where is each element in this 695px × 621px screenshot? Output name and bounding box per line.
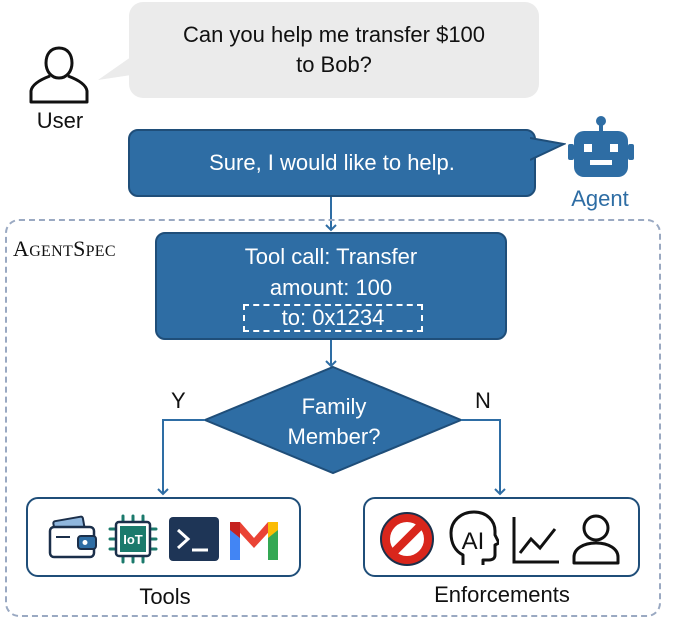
agentspec-title-s: S	[73, 236, 86, 261]
agent-bubble-tail	[530, 137, 566, 161]
chart-icon	[512, 517, 559, 564]
user-message-line1: Can you help me transfer $100	[182, 22, 486, 47]
agent-reply-bubble: Sure, I would like to help.	[128, 129, 536, 197]
user-icon	[29, 46, 89, 104]
agentspec-title-pec: pec	[85, 243, 116, 260]
person-icon	[572, 514, 620, 565]
iot-chip-icon: IoT	[108, 514, 158, 564]
user-message-line2: to Bob?	[296, 52, 372, 77]
tools-box: IoT	[26, 497, 301, 577]
tools-label: Tools	[139, 584, 191, 609]
decision-text: Family Member?	[264, 392, 404, 452]
tool-call-line1: Tool call: Transfer	[244, 244, 418, 269]
agent-label: Agent	[571, 186, 629, 211]
terminal-icon	[169, 517, 219, 561]
yes-label: Y	[171, 388, 186, 413]
ai-head-label: AI	[462, 528, 485, 555]
gmail-icon	[230, 522, 278, 560]
agentspec-frame	[5, 219, 661, 617]
wallet-icon	[48, 515, 97, 559]
user-message-bubble: Can you help me transfer $100 to Bob?	[129, 2, 539, 98]
ai-head-icon: AI	[449, 510, 499, 565]
block-icon	[380, 512, 434, 566]
iot-chip-label: IoT	[123, 532, 143, 547]
tool-call-line2: amount: 100	[269, 275, 393, 300]
user-label: User	[36, 108, 84, 133]
agentspec-title-gent: gent	[29, 243, 74, 260]
user-bubble-tail	[98, 52, 138, 80]
decision-line1: Family	[301, 394, 367, 419]
enforcements-label: Enforcements	[434, 582, 570, 607]
enforcements-box: AI	[363, 497, 640, 577]
agentspec-title: AgentSpec	[13, 236, 116, 262]
no-label: N	[475, 388, 491, 413]
agentspec-title-a: A	[13, 236, 30, 261]
robot-icon	[568, 116, 634, 177]
tool-call-line3: to: 0x1234	[243, 304, 423, 332]
tool-call-box: Tool call: Transfer amount: 100 to: 0x12…	[155, 232, 507, 340]
agent-reply-text: Sure, I would like to help.	[209, 150, 455, 175]
decision-line2: Member?	[287, 424, 381, 449]
